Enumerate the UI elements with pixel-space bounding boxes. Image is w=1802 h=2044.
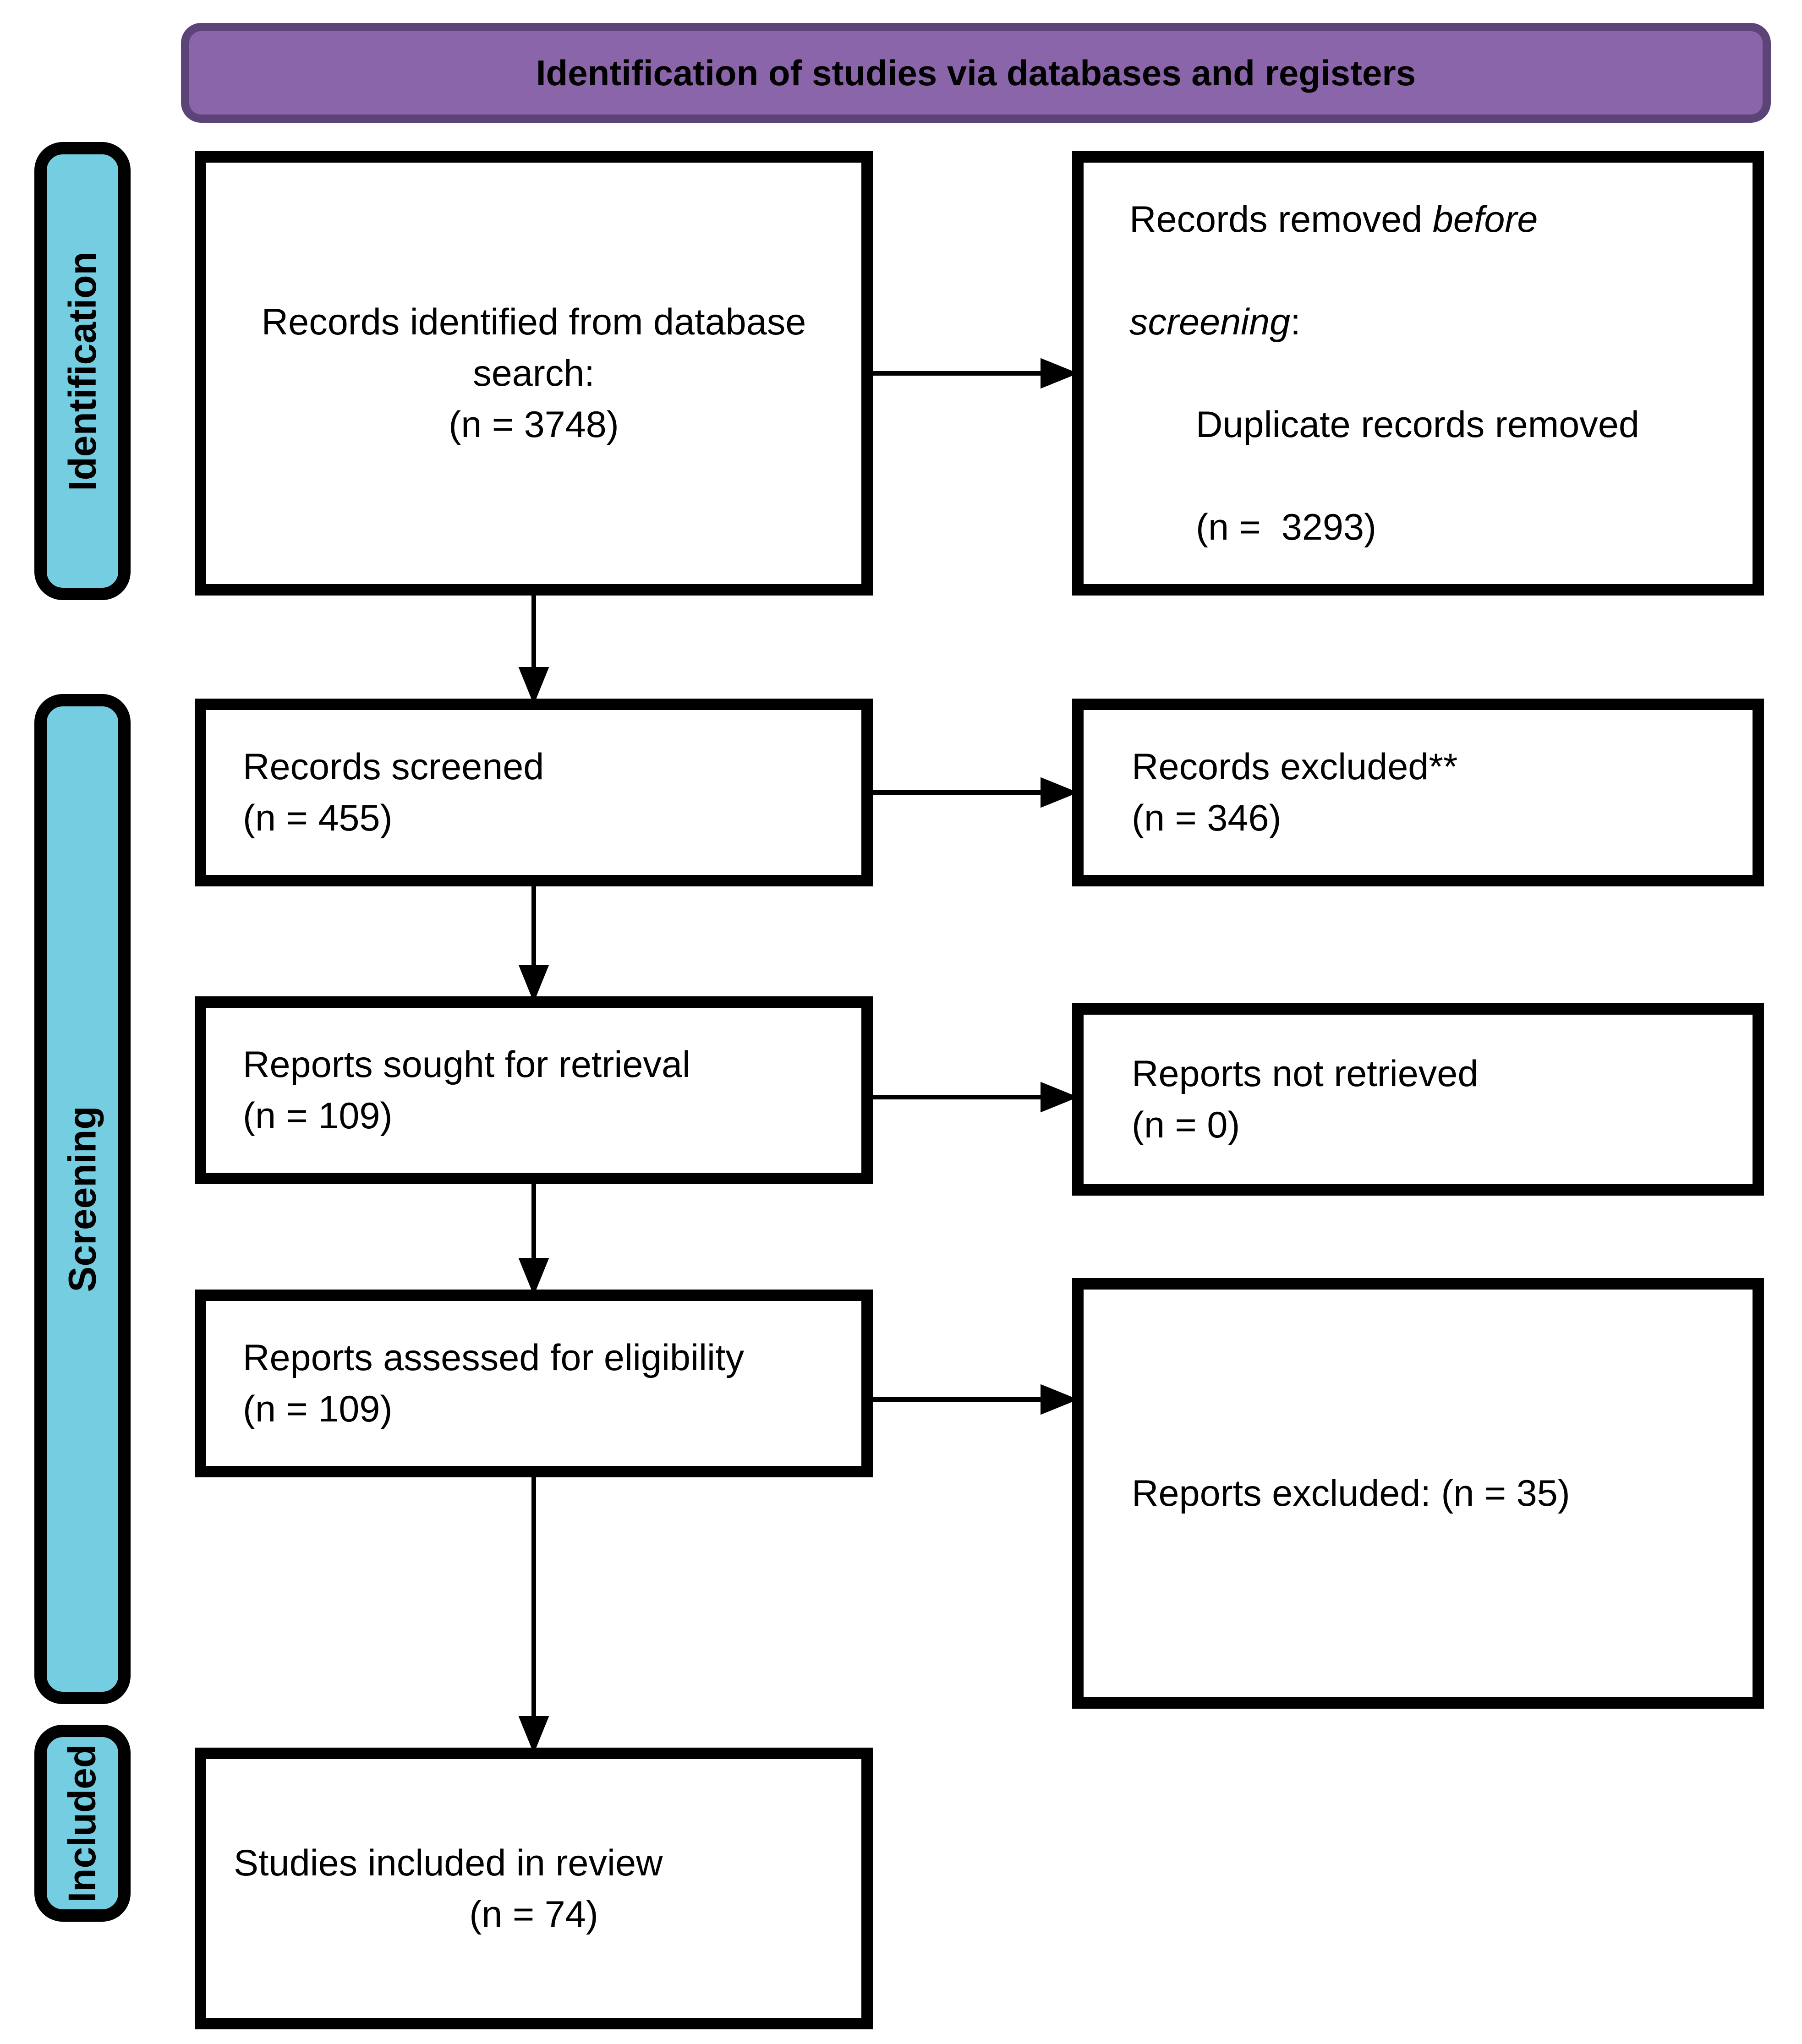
header-title: Identification of studies via databases … bbox=[536, 52, 1416, 93]
stage-label-identification: Identification bbox=[34, 142, 131, 600]
arrowhead-sought-to-not-retrieved bbox=[1041, 1082, 1079, 1113]
stage-label-identification-text: Identification bbox=[60, 251, 104, 491]
stage-label-screening: Screening bbox=[34, 694, 131, 1704]
arrowhead-identified-to-screened bbox=[518, 667, 549, 705]
stage-label-included-text: Included bbox=[60, 1744, 104, 1902]
box-records-excluded: Records excluded** (n = 346) bbox=[1072, 699, 1764, 886]
arrowhead-identified-to-removed bbox=[1041, 358, 1079, 389]
box-reports-assessed: Reports assessed for eligibility (n = 10… bbox=[195, 1290, 873, 1477]
box-records-removed-line2: screening: bbox=[1129, 296, 1734, 348]
box-studies-included-line2: (n = 74) bbox=[469, 1893, 598, 1935]
box-records-removed-reason: Duplicate records removed bbox=[1196, 404, 1639, 445]
box-records-screened-text: Records screened (n = 455) bbox=[243, 746, 544, 839]
box-records-removed-count: (n = 3293) bbox=[1196, 507, 1377, 548]
records-removed-colon: : bbox=[1290, 301, 1301, 343]
box-reports-assessed-text: Reports assessed for eligibility (n = 10… bbox=[243, 1337, 744, 1430]
box-records-removed-text: Records removed before screening: Duplic… bbox=[1084, 142, 1753, 604]
box-studies-included-line1: Studies included in review bbox=[234, 1842, 663, 1884]
records-removed-italic-screening: screening bbox=[1129, 301, 1291, 343]
header-banner: Identification of studies via databases … bbox=[181, 23, 1771, 123]
box-reports-sought: Reports sought for retrieval (n = 109) bbox=[195, 996, 873, 1184]
records-removed-italic-before: before bbox=[1432, 199, 1538, 240]
box-records-identified: Records identified from database search:… bbox=[195, 151, 873, 596]
box-records-identified-text: Records identified from database search:… bbox=[261, 301, 806, 445]
arrowhead-screened-to-sought bbox=[518, 965, 549, 1003]
box-reports-sought-text: Reports sought for retrieval (n = 109) bbox=[243, 1044, 690, 1137]
box-reports-excluded-text: Reports excluded: (n = 35) bbox=[1132, 1473, 1570, 1514]
box-records-screened: Records screened (n = 455) bbox=[195, 699, 873, 886]
arrowhead-assessed-to-reports-excluded bbox=[1041, 1384, 1079, 1415]
arrowhead-assessed-to-included bbox=[518, 1716, 549, 1754]
box-studies-included: Studies included in review (n = 74) bbox=[195, 1748, 873, 2029]
box-records-excluded-text: Records excluded** (n = 346) bbox=[1132, 746, 1458, 839]
box-reports-not-retrieved-text: Reports not retrieved (n = 0) bbox=[1132, 1053, 1479, 1146]
arrowhead-screened-to-excluded bbox=[1041, 777, 1079, 808]
arrowhead-sought-to-assessed bbox=[518, 1258, 549, 1296]
stage-label-included: Included bbox=[34, 1725, 131, 1922]
box-reports-excluded: Reports excluded: (n = 35) bbox=[1072, 1278, 1764, 1709]
records-removed-normal: Records removed bbox=[1129, 199, 1433, 240]
box-records-removed-line1: Records removed before bbox=[1129, 194, 1734, 245]
stage-label-screening-text: Screening bbox=[60, 1106, 104, 1292]
box-records-removed: Records removed before screening: Duplic… bbox=[1072, 151, 1764, 596]
box-reports-not-retrieved: Reports not retrieved (n = 0) bbox=[1072, 1003, 1764, 1196]
